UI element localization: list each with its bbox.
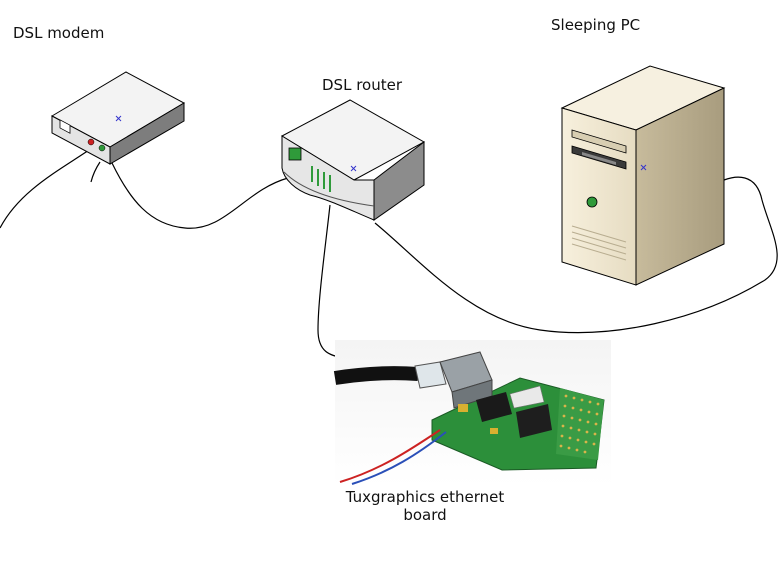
router-label: DSL router: [322, 76, 402, 94]
modem-router-cable: [111, 162, 289, 229]
modem-label: DSL modem: [13, 24, 105, 42]
modem-icon: [50, 71, 186, 165]
pc-label: Sleeping PC: [551, 16, 641, 34]
router-board-cable: [317, 204, 346, 359]
router-icon: [280, 99, 426, 221]
pc-tower-icon: [560, 65, 726, 286]
board-label: Tuxgraphics ethernet board: [330, 488, 520, 524]
cables: [0, 147, 778, 359]
board-label-line2: board: [403, 506, 447, 524]
modem-cable-left: [0, 147, 93, 229]
router-pc-cable: [374, 176, 778, 334]
modem-cable-stub: [90, 161, 101, 183]
ethernet-board-photo: [333, 340, 611, 486]
board-label-line1: Tuxgraphics ethernet: [345, 488, 505, 506]
